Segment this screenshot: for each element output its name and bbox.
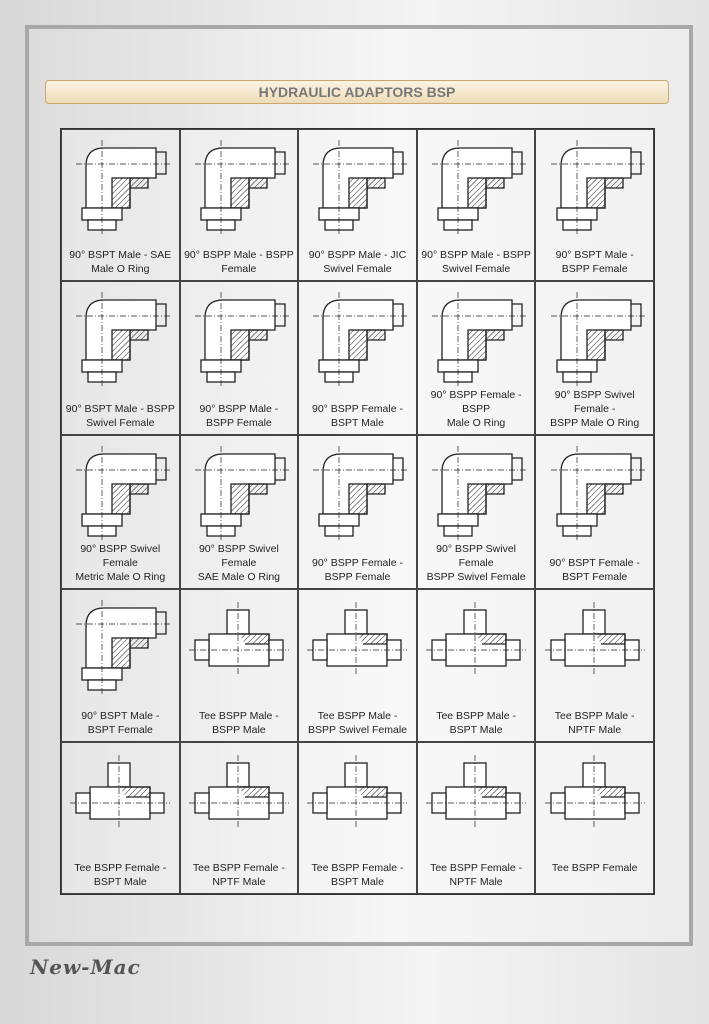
adaptor-cell: 90° BSPP Female - BSPP Female [298, 435, 417, 590]
adaptor-label: 90° BSPP Male - BSPP Swivel Female [421, 249, 531, 276]
tee-fitting-drawing-icon [544, 754, 645, 829]
adaptor-cell: 90° BSPP Male - BSPP Female [179, 281, 299, 436]
adaptor-label: 90° BSPT Male - SAE Male O Ring [69, 249, 172, 276]
elbow-fitting-drawing-icon [76, 600, 171, 695]
adaptor-cell: 90° BSPT Male - BSPT Female [61, 589, 180, 742]
adaptor-cell: Tee BSPP Male - BSPT Male [416, 589, 536, 742]
adaptor-label: Tee BSPP Male - BSPP Swivel Female [307, 709, 407, 736]
brand-logo: New-Mac [30, 955, 141, 979]
adaptor-cell: Tee BSPP Female - BSPT Male [61, 741, 180, 894]
adaptor-label: 90° BSPP Male - BSPP Female [199, 403, 279, 430]
tee-fitting-drawing-icon [70, 754, 171, 829]
elbow-fitting-drawing-icon [432, 140, 527, 234]
tee-fitting-drawing-icon [188, 754, 289, 829]
adaptor-label: Tee BSPP Female - NPTF Male [430, 861, 523, 888]
page-title: HYDRAULIC ADAPTORS BSP [45, 80, 669, 104]
adaptor-cell: Tee BSPP Male - BSPP Swivel Female [298, 589, 417, 742]
adaptor-grid: 90° BSPT Male - SAE Male O Ring 90° BSPP … [60, 128, 655, 895]
tee-fitting-drawing-icon [307, 754, 408, 829]
tee-fitting-drawing-icon [307, 602, 408, 677]
adaptor-label: Tee BSPP Female - NPTF Male [192, 861, 285, 888]
adaptor-cell: 90° BSPP Female - BSPT Male [298, 281, 417, 436]
elbow-fitting-drawing-icon [550, 446, 645, 541]
adaptor-label: 90° BSPP Female - BSPP Female [312, 557, 403, 584]
adaptor-label: 90° BSPP Male - JIC Swivel Female [308, 249, 407, 276]
adaptor-label: Tee BSPP Male - BSPP Male [199, 709, 279, 736]
elbow-fitting-drawing-icon [76, 140, 171, 234]
adaptor-label: 90° BSPP Male - BSPP Female [184, 249, 294, 276]
adaptor-cell: Tee BSPP Female - NPTF Male [179, 741, 299, 894]
elbow-fitting-drawing-icon [432, 292, 527, 387]
elbow-fitting-drawing-icon [313, 446, 408, 541]
tee-fitting-drawing-icon [188, 602, 289, 677]
adaptor-cell: 90° BSPP Male - BSPP Swivel Female [416, 129, 536, 282]
elbow-fitting-drawing-icon [76, 446, 171, 541]
tee-fitting-drawing-icon [426, 602, 527, 677]
elbow-fitting-drawing-icon [313, 292, 408, 387]
elbow-fitting-drawing-icon [550, 140, 645, 234]
adaptor-label: 90° BSPP Swivel Female Metric Male O Rin… [75, 543, 166, 584]
adaptor-cell: 90° BSPP Swivel Female SAE Male O Ring [179, 435, 299, 590]
adaptor-label: Tee BSPP Female - BSPT Male [311, 861, 404, 888]
elbow-fitting-drawing-icon [194, 140, 289, 234]
adaptor-label: 90° BSPP Swivel Female SAE Male O Ring [197, 543, 281, 584]
elbow-fitting-drawing-icon [76, 292, 171, 387]
adaptor-label: 90° BSPP Female - BSPP Male O Ring [430, 389, 522, 430]
adaptor-label: 90° BSPT Male - BSPP Female [555, 249, 634, 276]
adaptor-label: Tee BSPP Female - BSPT Male [74, 861, 167, 888]
adaptor-cell: 90° BSPT Male - BSPP Swivel Female [61, 281, 180, 436]
tee-fitting-drawing-icon [426, 754, 527, 829]
adaptor-label: Tee BSPP Male - BSPT Male [436, 709, 516, 736]
adaptor-cell: Tee BSPP Male - NPTF Male [535, 589, 654, 742]
adaptor-cell: 90° BSPP Swivel Female - BSPP Male O Rin… [535, 281, 654, 436]
adaptor-label: 90° BSPP Female - BSPT Male [312, 403, 403, 430]
adaptor-label: Tee BSPP Female [551, 861, 638, 874]
adaptor-cell: Tee BSPP Female - NPTF Male [416, 741, 536, 894]
adaptor-cell: Tee BSPP Female [535, 741, 654, 894]
elbow-fitting-drawing-icon [313, 140, 408, 234]
adaptor-cell: 90° BSPP Female - BSPP Male O Ring [416, 281, 536, 436]
adaptor-cell: 90° BSPT Male - BSPP Female [535, 129, 654, 282]
adaptor-cell: 90° BSPP Male - BSPP Female [179, 129, 299, 282]
elbow-fitting-drawing-icon [550, 292, 645, 387]
adaptor-label: 90° BSPT Female - BSPT Female [549, 557, 640, 584]
adaptor-label: 90° BSPT Male - BSPP Swivel Female [65, 403, 175, 430]
elbow-fitting-drawing-icon [194, 446, 289, 541]
elbow-fitting-drawing-icon [194, 292, 289, 387]
adaptor-cell: 90° BSPT Male - SAE Male O Ring [61, 129, 180, 282]
adaptor-cell: 90° BSPP Male - JIC Swivel Female [298, 129, 417, 282]
tee-fitting-drawing-icon [544, 602, 645, 677]
adaptor-label: 90° BSPP Swivel Female - BSPP Male O Rin… [550, 389, 640, 430]
elbow-fitting-drawing-icon [432, 446, 527, 541]
adaptor-cell: 90° BSPT Female - BSPT Female [535, 435, 654, 590]
adaptor-cell: Tee BSPP Male - BSPP Male [179, 589, 299, 742]
adaptor-label: Tee BSPP Male - NPTF Male [554, 709, 635, 736]
adaptor-cell: Tee BSPP Female - BSPT Male [298, 741, 417, 894]
adaptor-label: 90° BSPP Swivel Female BSPP Swivel Femal… [426, 543, 526, 584]
adaptor-cell: 90° BSPP Swivel Female BSPP Swivel Femal… [416, 435, 536, 590]
adaptor-cell: 90° BSPP Swivel Female Metric Male O Rin… [61, 435, 180, 590]
adaptor-label: 90° BSPT Male - BSPT Female [81, 709, 160, 736]
